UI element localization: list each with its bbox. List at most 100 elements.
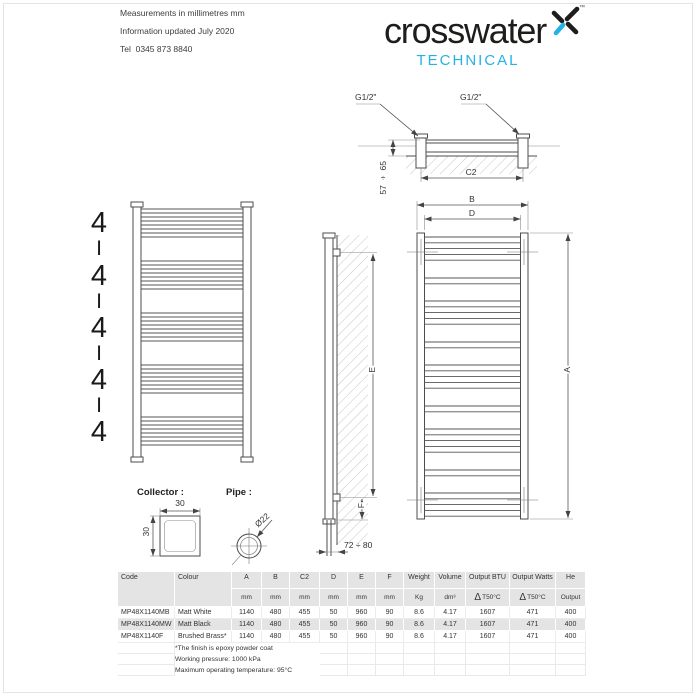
footer-cell [435,654,466,665]
cell-text: Matt Black [178,621,211,628]
bar-group-count: 4 [90,416,108,448]
pipe-title: Pipe : [226,487,252,498]
header-label: B [262,572,290,589]
table-cell: 480 [262,607,290,619]
footer-cell [118,665,175,676]
footer-cell [404,654,435,665]
table-cell: 4.17 [435,607,466,619]
header-unit: mm [262,589,290,607]
table-cell: 4.17 [435,619,466,631]
cell-text: 4.17 [443,621,457,628]
cell-text: 8.6 [414,633,424,640]
table-cell: 90 [376,607,404,619]
header-label: D [320,572,348,589]
dim-collector-width: 30 [175,498,185,508]
cell-text: 50 [329,609,338,616]
cell-text: B [273,574,278,581]
front-view-right [407,232,573,520]
meta-telephone: Tel 0345 873 8840 [120,44,193,54]
cell-text: Output Watts [512,574,553,581]
header-unit: Kg [404,589,435,607]
table-cell: 480 [262,631,290,643]
header-label: E [348,572,376,589]
cell-text: Code [121,574,138,581]
cell-text: 960 [355,633,368,640]
bar-group-separator: I [96,290,102,313]
dim-wall-depth: 57 ÷ 65 [378,161,388,195]
header-unit: dm³ [435,589,466,607]
cell-text: 4.17 [443,609,457,616]
table-note: *The finish is epoxy powder coat [175,643,320,654]
product-code-cell: MP48X1140MW [118,619,175,631]
table-cell: 90 [376,631,404,643]
table-cell: 1140 [232,607,262,619]
table-cell: 90 [376,619,404,631]
cell-text: 1607 [479,633,496,640]
cell-text: *The finish is epoxy powder coat [175,645,273,652]
cell-text: mm [241,594,252,601]
header-colour: Colour [175,572,232,607]
cell-text: mm [384,594,395,601]
cell-text: 90 [385,621,394,628]
cell-text: C2 [300,574,309,581]
collector-title: Collector : [137,487,184,498]
cell-text: A [244,574,249,581]
product-code-cell: MP48X1140MB [118,607,175,619]
cell-text: 1607 [479,621,496,628]
footer-cell [510,665,556,676]
header-label: Weight [404,572,435,589]
table-cell: 1607 [466,607,510,619]
table-cell: 455 [290,631,320,643]
table-note: Maximum operating temperature: 95°C [175,665,320,676]
cell-text: 1140 [238,621,255,628]
cell-text: 1607 [479,609,496,616]
trademark-symbol: ™ [579,5,585,11]
header-unit: Output [556,589,586,607]
fitting-size-label-right: G1/2" [460,92,482,102]
dim-collector-height: 30 [141,527,151,537]
bar-group-count: 4 [90,312,108,344]
cell-text: D [330,574,337,581]
dim-b: B [469,194,475,204]
header-unit: mm [290,589,320,607]
header-unit: mm [348,589,376,607]
header-unit: mm [232,589,262,607]
table-cell: 960 [348,607,376,619]
footer-cell [435,643,466,654]
footer-cell [466,643,510,654]
table-cell: 50 [320,631,348,643]
header-label: He [556,572,586,589]
footer-cell [510,643,556,654]
footer-cell [376,643,404,654]
table-cell: 471 [510,619,556,631]
dim-d: D [468,208,476,218]
width-dimensions [416,201,529,230]
bar-group-count: 4 [90,207,108,239]
header-label: Output Watts [510,572,556,589]
footer-cell [348,654,376,665]
header-code: Code [118,572,175,607]
cell-text: F [387,574,392,581]
table-cell: Matt White [175,607,232,619]
crosswater-logo-text: crosswater [384,10,547,51]
cell-text: Δ [519,592,527,603]
cell-text: 1140 [238,633,255,640]
cell-text: 480 [269,609,282,616]
table-note: Working pressure: 1000 kPa [175,654,320,665]
cell-text: 471 [526,633,539,640]
table-cell: 480 [262,619,290,631]
cell-text: 8.6 [414,609,424,616]
bar-group-count: 4 [90,364,108,396]
cell-text: 480 [269,633,282,640]
footer-cell [435,665,466,676]
table-cell: 4.17 [435,631,466,643]
table-cell: 455 [290,619,320,631]
dim-e: E [367,366,377,374]
cell-text: Kg [415,594,423,601]
mount-detail-drawing [356,103,560,182]
cell-text: He [566,574,575,581]
footer-cell [118,654,175,665]
collector-detail-drawing [150,508,201,557]
cell-text: 455 [298,633,311,640]
